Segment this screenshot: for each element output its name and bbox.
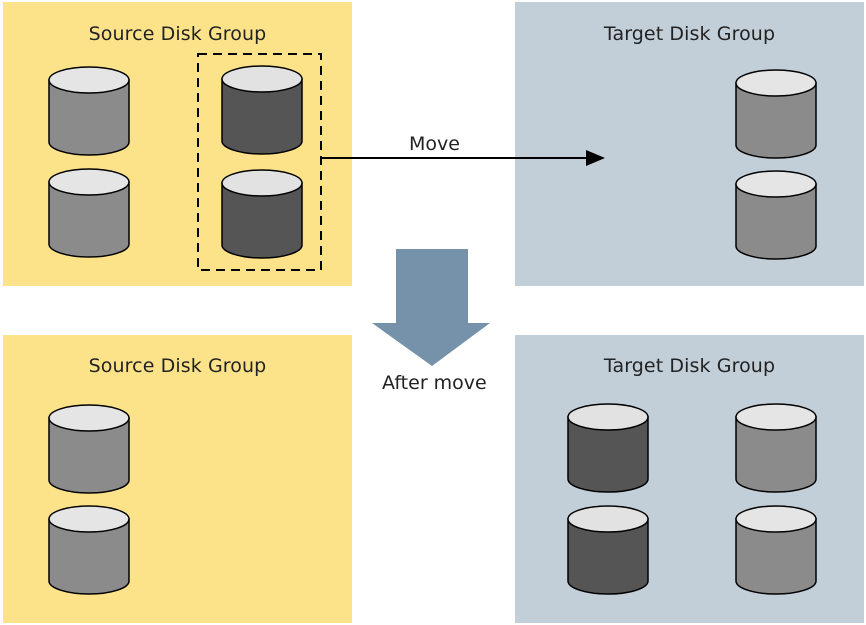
disk-icon <box>735 403 817 493</box>
disk-icon <box>567 403 649 493</box>
disk-icon <box>48 505 130 595</box>
disk-icon <box>735 69 817 159</box>
move-label: Move <box>409 133 460 155</box>
disk-icon <box>735 170 817 260</box>
source-disk-group-before: Source Disk Group <box>3 2 352 286</box>
after-move-label: After move <box>382 372 487 394</box>
source-disk-group-after: Source Disk Group <box>3 335 352 623</box>
disk-icon <box>567 505 649 595</box>
target-disk-group-before: Target Disk Group <box>515 2 864 286</box>
disk-icon <box>48 404 130 494</box>
disk-icon <box>221 169 303 259</box>
panel-title: Source Disk Group <box>88 23 267 45</box>
panel-title: Source Disk Group <box>88 355 267 377</box>
disk-icon <box>48 66 130 156</box>
disk-icon <box>48 168 130 258</box>
panel-title: Target Disk Group <box>603 355 776 377</box>
down-arrow <box>372 249 490 366</box>
panel-title: Target Disk Group <box>603 23 776 45</box>
target-disk-group-after: Target Disk Group <box>515 335 864 623</box>
disk-icon <box>221 65 303 155</box>
disk-icon <box>735 505 817 595</box>
